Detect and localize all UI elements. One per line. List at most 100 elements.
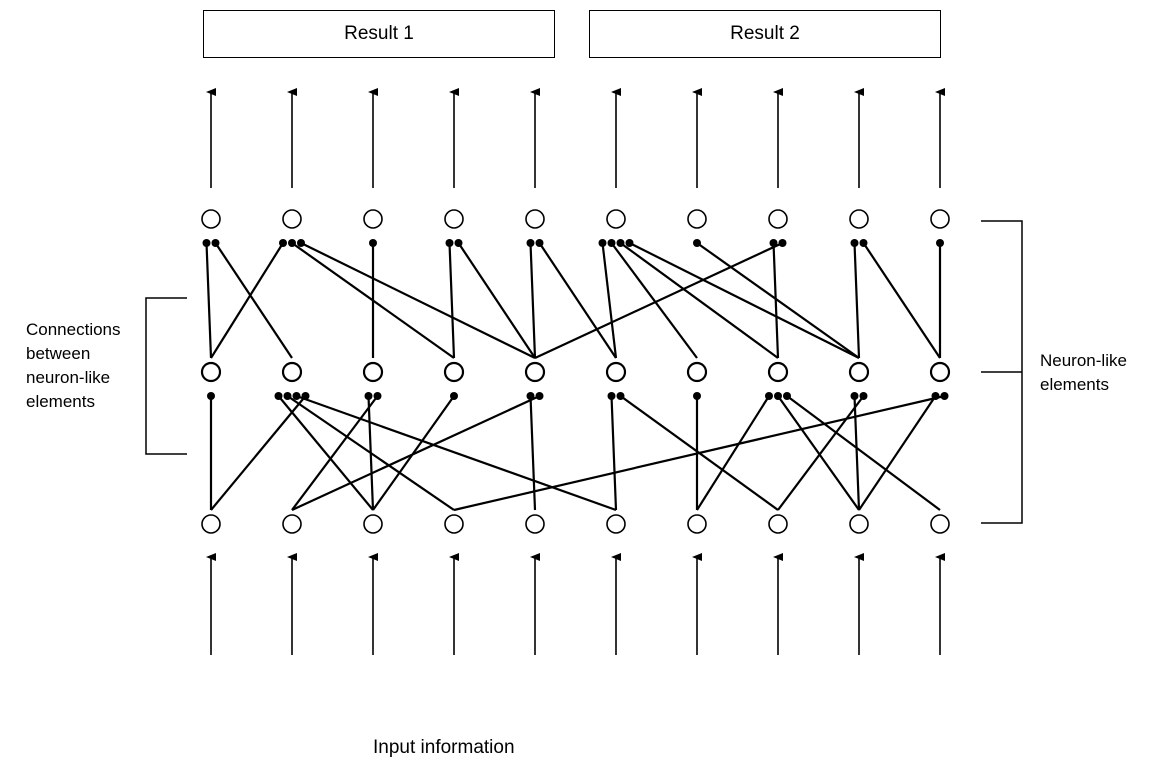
synapse-dot: [607, 392, 616, 400]
connection-line: [529, 242, 537, 359]
neuron-node: [443, 361, 465, 383]
connection-line: [210, 395, 307, 511]
connection-line: [772, 242, 780, 359]
synapse-dot: [765, 392, 773, 400]
connection-line: [534, 242, 783, 359]
neuron-node: [524, 361, 546, 383]
synapse-dot: [274, 392, 283, 400]
neuron-node: [525, 209, 545, 229]
neuron-node: [605, 361, 627, 383]
neuron-node: [201, 209, 221, 229]
connection-line: [214, 242, 293, 359]
synapse-dot: [454, 239, 463, 247]
neuron-node: [201, 514, 221, 534]
synapse-dot: [607, 239, 616, 247]
connection-line: [453, 394, 945, 512]
synapse-dot: [783, 392, 791, 400]
neuron-node: [930, 209, 950, 229]
connection-line: [277, 395, 374, 511]
synapse-dot: [283, 392, 292, 400]
output-arrows: [206, 88, 945, 188]
connections-bracket: [145, 297, 187, 455]
connection-line: [858, 395, 937, 511]
connection-line: [853, 242, 861, 359]
neuron-node: [363, 209, 383, 229]
connection-line: [296, 394, 617, 512]
neuron-node: [848, 361, 870, 383]
connection-line: [629, 242, 860, 359]
synapse-dot: [369, 239, 377, 247]
neuron-node: [930, 514, 950, 534]
connection-line: [696, 395, 770, 511]
connection-lines: [202, 239, 949, 512]
synapse-dot: [936, 239, 944, 247]
connection-line: [205, 242, 213, 359]
neuron-node: [525, 514, 545, 534]
synapse-dot: [450, 392, 458, 400]
result-2-box: Result 2: [589, 10, 941, 58]
neuron-node: [849, 209, 869, 229]
result-1-box: Result 1: [203, 10, 555, 58]
neuron-node: [767, 361, 789, 383]
input-arrows: [206, 553, 945, 655]
synapse-dot: [616, 239, 625, 247]
neuron-node: [444, 514, 464, 534]
connection-line: [448, 242, 456, 359]
synapse-dot: [940, 392, 949, 400]
connection-line: [210, 242, 284, 359]
synapse-dot: [526, 392, 535, 400]
synapse-dot: [850, 392, 859, 400]
synapse-dot: [202, 239, 211, 247]
connection-line: [619, 242, 779, 359]
connection-line: [291, 395, 379, 511]
neuron-node: [768, 209, 788, 229]
connection-line: [291, 395, 540, 511]
neuron-layers: [200, 209, 951, 534]
synapse-dot: [211, 239, 220, 247]
connection-line: [610, 242, 698, 359]
connection-line: [777, 395, 860, 511]
neuron-node: [282, 209, 302, 229]
connection-line: [538, 242, 617, 359]
synapse-dot: [616, 392, 625, 400]
neurons-bracket: [981, 220, 1023, 524]
synapse-dot: [535, 239, 544, 247]
neuron-node: [281, 361, 303, 383]
neurons-label: Neuron-like elements: [1040, 351, 1127, 394]
connection-line: [610, 395, 618, 511]
synapse-dot: [535, 392, 544, 400]
neuron-node: [768, 514, 788, 534]
neuron-node: [200, 361, 222, 383]
connection-line: [457, 242, 536, 359]
synapse-dot: [850, 239, 859, 247]
input-label: Input information: [373, 737, 515, 758]
connection-line: [853, 395, 861, 511]
connections-label: Connections between neuron-like elements: [26, 320, 121, 411]
neuron-node: [282, 514, 302, 534]
neuron-node: [849, 514, 869, 534]
synapse-dot: [373, 392, 382, 400]
synapse-dot: [301, 392, 310, 400]
synapse-dot: [279, 239, 287, 247]
connection-line: [786, 395, 941, 511]
synapse-dot: [288, 239, 296, 247]
connection-line: [777, 395, 865, 511]
connection-line: [862, 242, 941, 359]
synapse-dot: [445, 239, 454, 247]
neuron-node: [686, 361, 708, 383]
neuron-node: [687, 209, 707, 229]
neuron-node: [929, 361, 951, 383]
connection-line: [300, 242, 536, 359]
synapse-dot: [364, 392, 373, 400]
neuron-node: [363, 514, 383, 534]
synapse-dot: [292, 392, 301, 400]
synapse-dot: [207, 392, 215, 400]
connection-line: [367, 395, 375, 511]
connection-line: [696, 242, 860, 359]
synapse-dot: [526, 239, 535, 247]
neuron-node: [606, 209, 626, 229]
neuron-node: [444, 209, 464, 229]
neuron-node: [606, 514, 626, 534]
synapse-dot: [297, 239, 305, 247]
